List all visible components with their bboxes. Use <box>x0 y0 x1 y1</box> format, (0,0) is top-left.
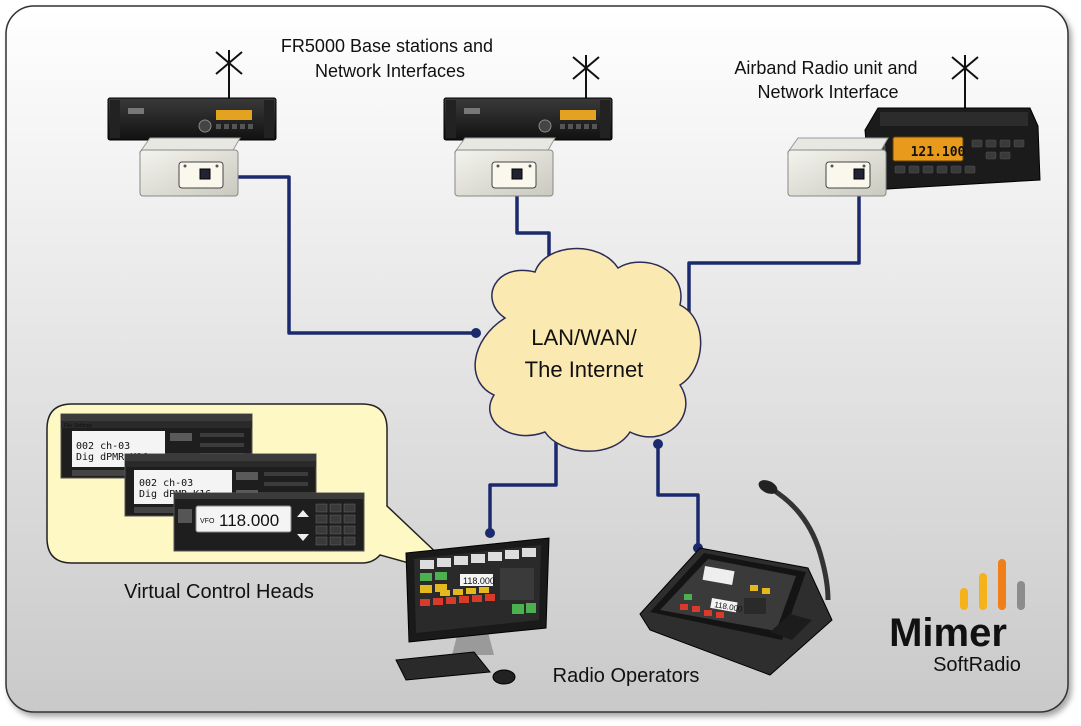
antenna-icon <box>951 55 979 108</box>
console-speaker <box>770 614 812 640</box>
mimer-softradio-logo: Mimer SoftRadio <box>889 559 1025 676</box>
control-head-window-3: VFO 118.000 <box>173 492 365 552</box>
link-desktop-operator <box>488 436 558 533</box>
arrow-up-icon <box>297 510 309 517</box>
vfo-frequency: 118.000 <box>219 511 279 530</box>
airband-radio-unit: 121.100 <box>787 55 1041 197</box>
antenna-icon <box>572 55 600 100</box>
network-interface-box <box>787 137 889 197</box>
screen-buttons: 118.000 <box>420 548 536 614</box>
cloud-shape <box>474 247 702 452</box>
airband-label-line1: Airband Radio unit and <box>734 58 917 78</box>
logo-subtitle: SoftRadio <box>933 654 1021 676</box>
desktop-operator-computer: 118.000 <box>395 537 550 685</box>
microphone-head <box>758 480 778 494</box>
link-base-station-1 <box>205 175 476 335</box>
link-airband <box>687 177 861 350</box>
virtual-control-heads-callout: File Settings 002 ch-03 Dig dPMR K16 002… <box>46 403 464 579</box>
link-console-operator <box>656 444 700 548</box>
base-stations-label-line1: FR5000 Base stations and <box>281 36 493 56</box>
control-head-window-1: File Settings 002 ch-03 Dig dPMR K16 <box>60 413 253 479</box>
antenna-icon <box>215 50 243 100</box>
channel-line-1: 002 ch-03 <box>139 478 193 489</box>
monitor-vfo-frequency: 118.000 <box>463 576 495 586</box>
base-station-1 <box>107 50 277 197</box>
base-station-2 <box>443 55 613 197</box>
vfo-label: VFO <box>200 518 215 525</box>
mouse <box>492 669 516 685</box>
cloud-label-line1: LAN/WAN/ <box>531 325 637 350</box>
logo-name: Mimer <box>889 611 1007 655</box>
cloud-label-line2: The Internet <box>525 357 644 382</box>
airband-label-line2: Network Interface <box>757 82 898 102</box>
menu-file: File <box>64 423 72 429</box>
keyboard <box>395 651 491 681</box>
keypad <box>315 503 356 546</box>
arrow-down-icon <box>297 534 309 541</box>
network-interface-box <box>139 137 241 197</box>
console-operator-station: 118.000 <box>639 480 833 676</box>
channel-line-1: 002 ch-03 <box>76 441 130 452</box>
radio-operators-label: Radio Operators <box>553 665 700 687</box>
virtual-control-heads-label: Virtual Control Heads <box>124 581 314 603</box>
microphone-gooseneck <box>768 485 831 601</box>
cloud-network: LAN/WAN/ The Internet <box>474 247 702 452</box>
network-links <box>205 175 861 548</box>
airband-frequency: 121.100 <box>911 145 966 160</box>
network-interface-box <box>454 137 556 197</box>
signal-bars-icon <box>960 559 1025 610</box>
console-screen-buttons: 118.000 <box>680 566 770 618</box>
channel-line-2: Dig dPMR K16 <box>76 452 148 463</box>
base-stations-label-line2: Network Interfaces <box>315 61 465 81</box>
monitor-stand <box>452 632 494 655</box>
menu-settings: Settings <box>74 423 93 429</box>
